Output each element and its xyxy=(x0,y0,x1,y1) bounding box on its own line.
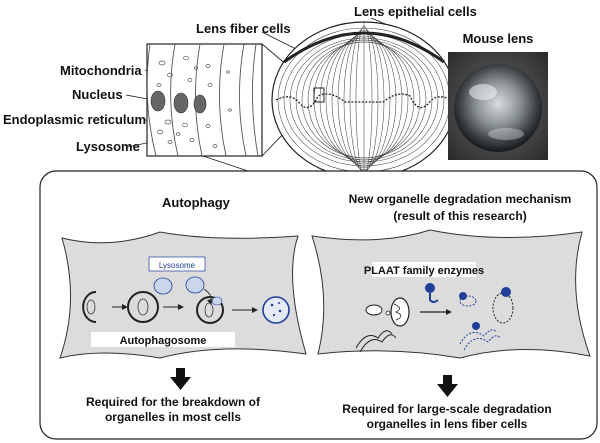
autophagosome-label-box xyxy=(91,332,235,347)
new-mechanism-cell xyxy=(311,229,591,359)
left-caption-line2: organelles in most cells xyxy=(105,410,241,424)
left-caption-line1: Required for the breakdown of xyxy=(86,395,261,409)
lysosome-label-box xyxy=(148,256,206,272)
organelle-degradation xyxy=(355,283,514,353)
plaat-label-box xyxy=(372,262,476,277)
label-endoplasmic-reticulum: Endoplasmic reticulum xyxy=(3,112,146,127)
autophagosome-label: Autophagosome xyxy=(120,335,207,347)
new-mechanism-title-line2: (result of this research) xyxy=(393,209,526,223)
lysosome-label: Lysosome xyxy=(159,261,196,270)
right-caption-line2: organelles in lens fiber cells xyxy=(367,417,528,431)
label-mouse-lens: Mouse lens xyxy=(463,31,534,46)
plaat-label: PLAAT family enzymes xyxy=(364,265,484,277)
down-arrow-left xyxy=(170,368,191,390)
label-lysosome: Lysosome xyxy=(76,139,140,154)
down-arrow-right xyxy=(437,375,458,397)
autophagy-steps xyxy=(82,276,290,324)
nucleus-shapes xyxy=(150,90,207,114)
lens-diagram xyxy=(271,21,457,179)
organelle-dots xyxy=(156,55,232,148)
autophagy-title: Autophagy xyxy=(162,195,231,210)
autophagy-cell xyxy=(59,231,307,359)
new-mechanism-title-line1: New organelle degradation mechanism xyxy=(349,192,572,206)
label-lens-fiber-cells: Lens fiber cells xyxy=(196,21,291,36)
mouse-lens-photo xyxy=(448,52,548,160)
label-nucleus: Nucleus xyxy=(72,87,123,102)
label-mitochondria: Mitochondria xyxy=(60,63,142,78)
cell-detail-box xyxy=(146,43,315,172)
label-lens-epithelial-cells: Lens epithelial cells xyxy=(354,4,477,19)
right-caption-line1: Required for large-scale degradation xyxy=(342,402,551,416)
